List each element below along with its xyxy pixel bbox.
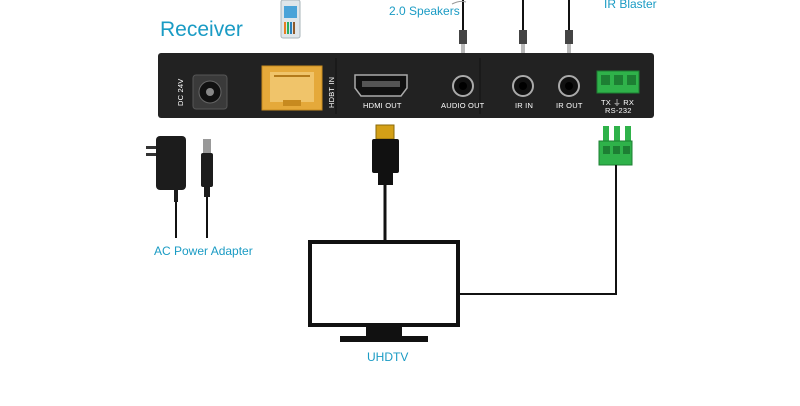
ir-in-jack-icon xyxy=(512,75,534,97)
speaker-wire-curve xyxy=(451,0,467,5)
hdbt-port-icon xyxy=(261,65,323,111)
ir-out-jack-icon xyxy=(558,75,580,97)
ir-blaster-label: IR Blaster xyxy=(604,0,657,11)
receiver-title: Receiver xyxy=(160,18,243,41)
ir-out-label: IR OUT xyxy=(556,101,583,110)
hdbt-port-label: HDBT IN xyxy=(327,76,336,108)
rs232-pin-label: TX ⏚ RX xyxy=(601,98,635,107)
rs232-plug-icon xyxy=(598,126,633,166)
audio-out-label: AUDIO OUT xyxy=(441,101,485,110)
dc-jack-icon xyxy=(192,74,228,110)
dc-port-label: DC 24V xyxy=(176,78,185,106)
audio-out-jack-icon xyxy=(452,75,474,97)
rs232-label: RS-232 xyxy=(605,106,632,115)
power-adapter-label: AC Power Adapter xyxy=(154,244,253,258)
hdmi-out-label: HDMI OUT xyxy=(363,101,402,110)
rj45-plug-icon xyxy=(280,0,301,39)
hdmi-port-icon xyxy=(354,74,408,97)
tv-icon xyxy=(308,240,460,342)
rs232-cable xyxy=(458,165,617,295)
ir-in-label: IR IN xyxy=(515,101,534,110)
power-adapter-icon xyxy=(146,136,213,238)
rs232-terminal-icon xyxy=(596,70,640,94)
hdmi-cable-icon xyxy=(372,124,399,242)
speakers-label: 2.0 Speakers xyxy=(389,4,460,18)
tv-label: UHDTV xyxy=(367,350,409,364)
